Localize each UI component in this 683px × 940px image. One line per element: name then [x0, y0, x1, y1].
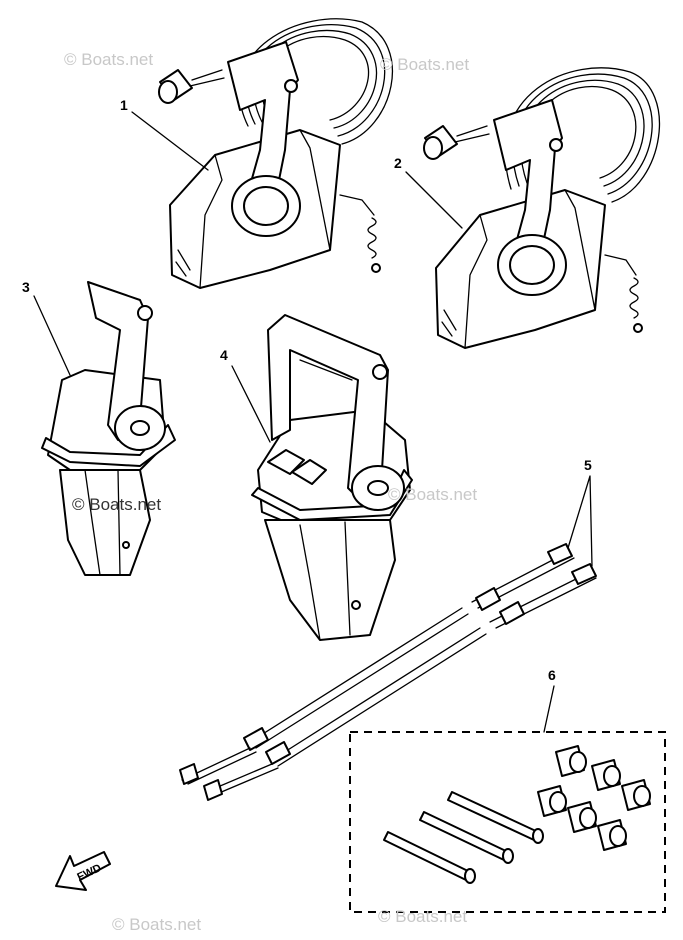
part-5-control-cables — [179, 543, 597, 801]
part-4-binnacle-control — [251, 314, 413, 641]
watermark: © Boats.net — [72, 495, 161, 514]
watermark: © Boats.net — [380, 55, 469, 74]
callouts: 1 2 3 4 5 6 — [22, 97, 593, 733]
bushing-icon — [621, 779, 651, 811]
connector-plug-icon — [423, 125, 490, 160]
callout-2: 2 — [394, 155, 402, 171]
bushing-icon — [537, 785, 567, 817]
part-2-remote-control — [423, 67, 661, 349]
bushing-icon — [555, 745, 587, 777]
watermark: © Boats.net — [378, 907, 467, 926]
part-3-binnacle-control — [41, 281, 176, 576]
callout-6: 6 — [548, 667, 556, 683]
callout-5: 5 — [584, 457, 592, 473]
bushing-icon — [591, 759, 621, 791]
bushing-icon — [597, 819, 627, 851]
watermark: © Boats.net — [64, 50, 153, 69]
part-6-bolt-kit — [349, 731, 666, 913]
connector-plug-icon — [158, 69, 225, 104]
bushing-icon — [567, 801, 597, 833]
watermarks: © Boats.net © Boats.net © Boats.net © Bo… — [64, 50, 477, 934]
callout-4: 4 — [220, 347, 228, 363]
part-1-remote-control — [158, 18, 394, 289]
callout-3: 3 — [22, 279, 30, 295]
callout-1: 1 — [120, 97, 128, 113]
watermark: © Boats.net — [112, 915, 201, 934]
fwd-arrow-icon: FWD — [55, 851, 111, 891]
watermark: © Boats.net — [388, 485, 477, 504]
kit-boundary-box — [349, 731, 666, 913]
